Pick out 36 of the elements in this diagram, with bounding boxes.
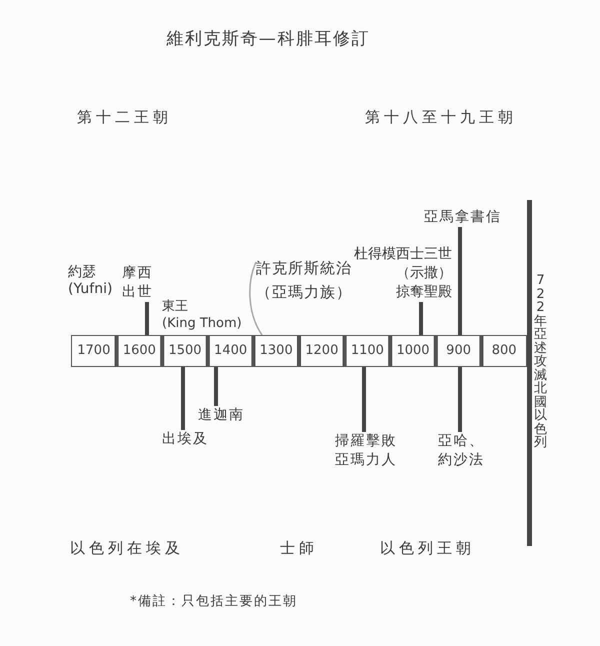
- event-label: 722年亞述攻滅北國以色列: [533, 274, 548, 450]
- leader-line: [458, 367, 462, 432]
- leader-line: [214, 367, 218, 406]
- timeline-cell: 1600: [116, 335, 162, 367]
- period-label: 以色列在埃及: [70, 539, 184, 558]
- leader-line: [419, 302, 423, 335]
- event-label: 亞馬拿書信: [424, 208, 502, 227]
- leader-line: [362, 367, 366, 432]
- dynasty-label: 第十二王朝: [77, 108, 172, 127]
- timeline-cell: 1300: [253, 335, 299, 367]
- event-label: 杜得模西士三世（示撒）掠奪聖殿: [353, 245, 452, 302]
- timeline-cell: 1700: [71, 335, 117, 367]
- timeline-cell: 800: [481, 335, 527, 367]
- event-label: 出埃及: [162, 430, 208, 449]
- timeline-cell: 1000: [390, 335, 436, 367]
- timeline-cell: 900: [436, 335, 482, 367]
- leader-line: [249, 262, 263, 336]
- event-label: 進迦南: [198, 406, 244, 425]
- event-label: 摩西出世: [122, 264, 155, 302]
- timeline-cell: 1200: [299, 335, 345, 367]
- timeline-cell: 1400: [208, 335, 254, 367]
- leader-line: [458, 227, 462, 335]
- event-label: 東王 (King Thom): [162, 298, 242, 332]
- leader-line: [145, 302, 149, 335]
- note: *備註：只包括主要的王朝: [130, 593, 298, 610]
- dynasty-label: 第十八至十九王朝: [365, 108, 517, 127]
- timeline-cell: 1500: [162, 335, 208, 367]
- timeline-cell: 1100: [344, 335, 390, 367]
- title: 維利克斯奇—科腓耳修訂: [166, 29, 370, 49]
- event-label: 許克所斯統治（亞瑪力族）: [256, 256, 354, 304]
- period-label: 士師: [280, 539, 318, 558]
- event-label: 亞哈、約沙法: [438, 432, 487, 470]
- event-label: 掃羅擊敗亞瑪力人: [335, 432, 399, 470]
- leader-line: [181, 367, 185, 430]
- period-label: 以色列王朝: [380, 539, 475, 558]
- event-label: 約瑟 (Yufni): [68, 264, 112, 298]
